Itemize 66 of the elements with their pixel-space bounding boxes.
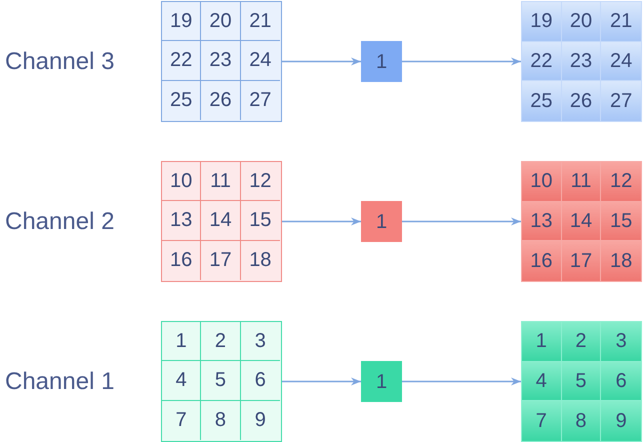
arrow [402, 58, 521, 66]
matrix-cell: 10 [162, 162, 202, 202]
matrix-cell: 20 [562, 2, 602, 42]
matrix-cell: 2 [562, 322, 602, 362]
matrix-cell: 23 [562, 42, 602, 82]
matrix-cell: 22 [162, 41, 202, 81]
matrix-cell: 17 [201, 240, 241, 280]
arrow [282, 378, 361, 386]
matrix-cell: 26 [201, 80, 241, 120]
matrix-cell: 11 [201, 162, 241, 202]
matrix-cell: 18 [601, 241, 641, 281]
input-matrix [161, 321, 282, 442]
matrix-cell: 3 [601, 322, 641, 362]
matrix-cell: 1 [522, 322, 562, 362]
matrix-cell: 25 [522, 81, 562, 121]
channel-label: Channel 3 [5, 47, 114, 77]
arrow [282, 58, 361, 66]
matrix-cell: 16 [522, 241, 562, 281]
matrix-cell: 1 [162, 322, 202, 362]
kernel-box: 1 [361, 41, 402, 82]
matrix-cell: 5 [562, 362, 602, 402]
channel-label: Channel 2 [5, 207, 114, 237]
matrix-cell: 17 [562, 241, 602, 281]
matrix-cell: 6 [601, 362, 641, 402]
matrix-cell: 7 [162, 400, 202, 440]
kernel-box: 1 [361, 361, 402, 402]
matrix-cell: 13 [162, 201, 202, 241]
matrix-cell: 9 [601, 401, 641, 441]
output-matrix [521, 321, 642, 442]
matrix-cell: 21 [601, 2, 641, 42]
matrix-cell: 14 [562, 202, 602, 242]
arrow [402, 378, 521, 386]
matrix-cell: 12 [601, 162, 641, 202]
matrix-cell: 4 [522, 362, 562, 402]
kernel-box: 1 [361, 201, 402, 242]
matrix-cell: 15 [601, 202, 641, 242]
matrix-cell: 8 [201, 400, 241, 440]
matrix-cell: 12 [240, 162, 280, 202]
matrix-cell: 19 [162, 2, 202, 42]
input-matrix [161, 1, 282, 122]
matrix-cell: 24 [601, 42, 641, 82]
matrix-cell: 10 [522, 162, 562, 202]
matrix-cell: 21 [240, 2, 280, 42]
input-matrix [161, 161, 282, 282]
matrix-cell: 3 [240, 322, 280, 362]
matrix-cell: 23 [201, 41, 241, 81]
matrix-cell: 22 [522, 42, 562, 82]
matrix-cell: 5 [201, 361, 241, 401]
matrix-cell: 2 [201, 322, 241, 362]
matrix-cell: 16 [162, 240, 202, 280]
output-matrix [521, 1, 642, 122]
channel-label: Channel 1 [5, 367, 114, 397]
matrix-cell: 20 [201, 2, 241, 42]
matrix-cell: 25 [162, 80, 202, 120]
matrix-cell: 4 [162, 361, 202, 401]
matrix-cell: 13 [522, 202, 562, 242]
matrix-cell: 26 [562, 81, 602, 121]
arrow [402, 218, 521, 226]
arrow [282, 218, 361, 226]
output-matrix [521, 161, 642, 282]
matrix-cell: 19 [522, 2, 562, 42]
matrix-cell: 14 [201, 201, 241, 241]
matrix-cell: 27 [601, 81, 641, 121]
matrix-cell: 7 [522, 401, 562, 441]
matrix-cell: 8 [562, 401, 602, 441]
matrix-cell: 11 [562, 162, 602, 202]
